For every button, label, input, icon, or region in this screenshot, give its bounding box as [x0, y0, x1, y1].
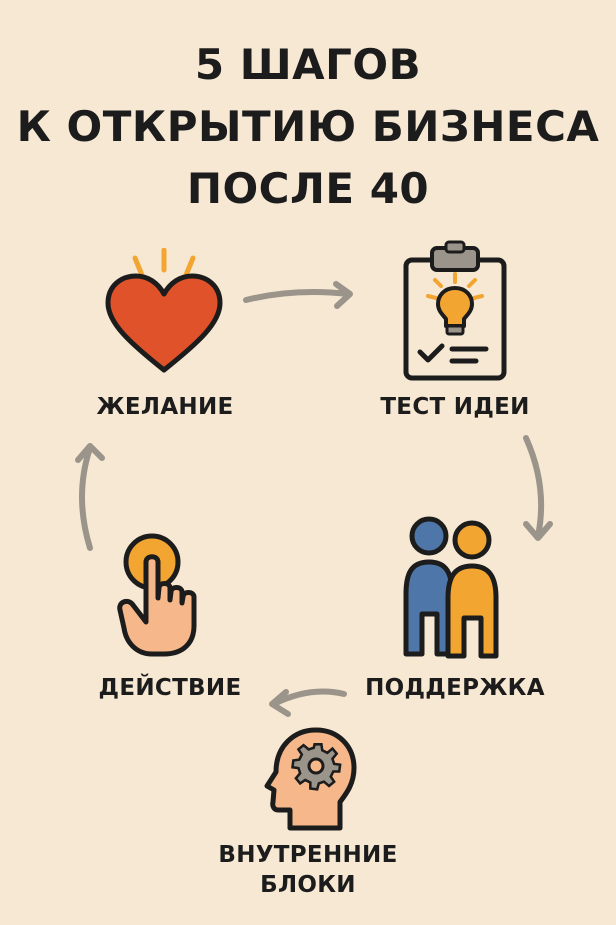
arrow-left-icon: [269, 688, 347, 717]
title-line-1: 5 ШАГОВ: [194, 40, 422, 89]
arrow-down-icon: [523, 435, 553, 541]
heart-icon: [105, 248, 223, 373]
step-label-support: ПОДДЕРЖКА: [365, 675, 545, 701]
title-line-3: ПОСЛЕ 40: [186, 164, 430, 213]
head-gear-icon: [264, 727, 357, 831]
step-label-inner-blocks-line-1: ВНУТРЕННИЕ: [218, 842, 398, 868]
step-label-inner-blocks-line-2: БЛОКИ: [260, 872, 356, 898]
step-label-action: ДЕЙСТВИЕ: [98, 675, 242, 701]
two-people-icon: [403, 516, 499, 659]
clipboard-lightbulb-icon: [403, 240, 507, 381]
arrow-up-icon: [75, 443, 105, 551]
step-label-desire: ЖЕЛАНИЕ: [96, 394, 234, 420]
page-title: 5 ШАГОВ К ОТКРЫТИЮ БИЗНЕСА ПОСЛЕ 40: [0, 34, 616, 220]
title-line-2: К ОТКРЫТИЮ БИЗНЕСА: [16, 102, 600, 151]
step-label-inner-blocks: ВНУТРЕННИЕ БЛОКИ: [200, 840, 416, 900]
step-label-test-idea: ТЕСТ ИДЕИ: [380, 394, 530, 420]
pointing-hand-icon: [117, 533, 197, 657]
arrow-right-icon: [243, 281, 353, 309]
